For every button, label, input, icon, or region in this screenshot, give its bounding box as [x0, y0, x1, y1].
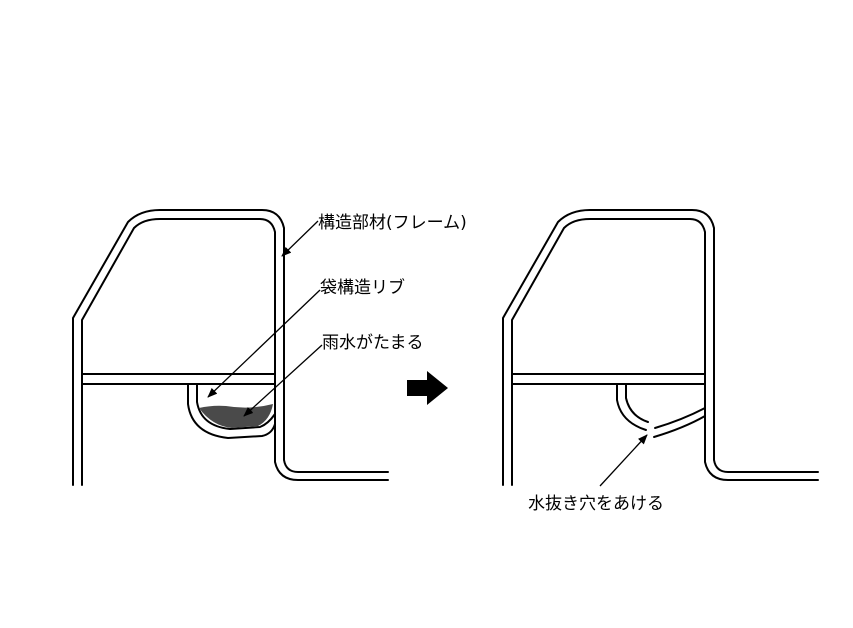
- leader-frame-member: [281, 220, 319, 257]
- label-bag-rib: 袋構造リブ: [320, 277, 405, 298]
- frame-inner-line-right: [511, 218, 819, 486]
- rib-right-outer: [653, 415, 706, 438]
- label-drain-hole: 水抜き穴をあける: [528, 494, 664, 514]
- right-arrow-icon: [407, 371, 448, 405]
- frame-inner-line-left: [81, 218, 389, 486]
- label-frame-member: 構造部材(フレーム): [318, 213, 467, 233]
- bag-rib-outer: [187, 383, 276, 439]
- rainwater-pool: [199, 404, 273, 428]
- rib-left-outer: [616, 383, 647, 431]
- leader-bag-rib: [207, 289, 321, 398]
- leader-drain-hole: [599, 434, 648, 487]
- rib-left-inner: [625, 383, 649, 423]
- rib-right-inner: [654, 407, 706, 429]
- after-panel: 水抜き穴をあける: [502, 209, 819, 514]
- before-panel: 構造部材(フレーム) 袋構造リブ 雨水がたまる: [72, 209, 467, 486]
- leader-rain-pool: [243, 344, 323, 417]
- frame-outer-line-right: [502, 209, 819, 486]
- frame-outer-line-left: [72, 209, 389, 486]
- bag-rib-inner: [196, 383, 276, 430]
- label-rain-pool: 雨水がたまる: [322, 333, 424, 353]
